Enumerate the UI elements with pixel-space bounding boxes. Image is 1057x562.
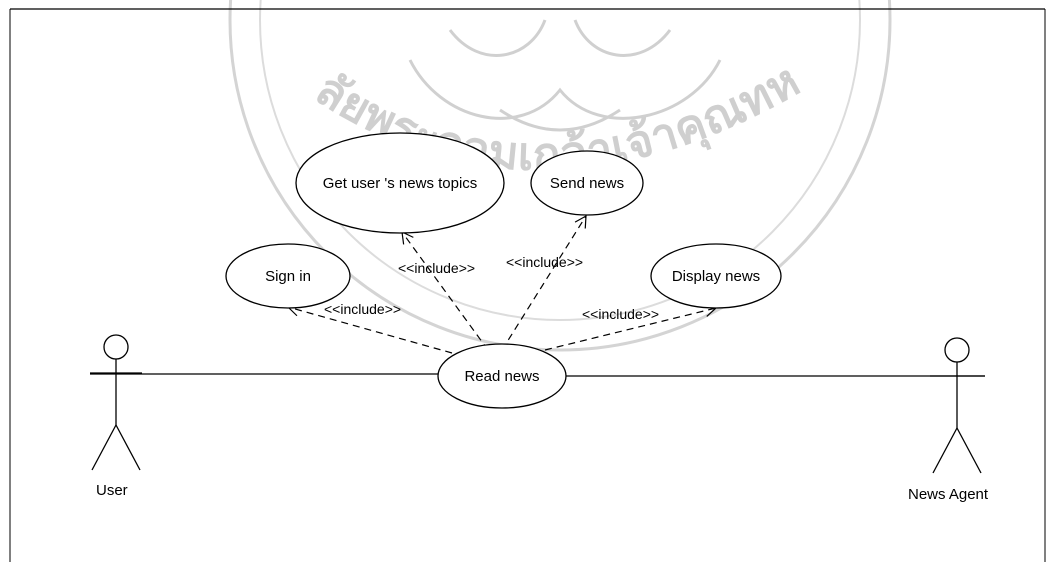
include-label-get-topics: <<include>>	[398, 260, 475, 276]
use-case-display-news: Display news	[650, 243, 782, 309]
include-arrow-display-news	[544, 304, 718, 351]
use-case-read-news-label: Read news	[464, 368, 539, 385]
actor-news-agent-head	[944, 337, 970, 363]
use-case-display-news-label: Display news	[672, 268, 760, 285]
actor-user-label: User	[96, 482, 128, 499]
use-case-get-topics: Get user 's news topics	[295, 132, 505, 234]
use-case-sign-in-label: Sign in	[265, 268, 311, 285]
actor-user-head	[103, 334, 129, 360]
include-arrow-send-news	[501, 214, 587, 351]
actor-news-agent	[930, 337, 985, 474]
use-case-send-news-label: Send news	[550, 175, 624, 192]
diagram-frame	[9, 8, 1046, 562]
use-case-sign-in: Sign in	[225, 243, 351, 309]
include-dependencies	[286, 214, 718, 354]
use-case-read-news: Read news	[437, 343, 567, 409]
include-arrow-sign-in	[286, 303, 453, 354]
include-label-send-news: <<include>>	[506, 254, 583, 270]
include-arrow-get-topics	[401, 230, 489, 351]
use-case-send-news: Send news	[530, 150, 644, 216]
include-label-sign-in: <<include>>	[324, 301, 401, 317]
include-label-display-news: <<include>>	[582, 306, 659, 322]
actor-user	[90, 334, 142, 471]
use-case-get-topics-label: Get user 's news topics	[323, 175, 478, 192]
actor-news-agent-label: News Agent	[908, 486, 989, 503]
